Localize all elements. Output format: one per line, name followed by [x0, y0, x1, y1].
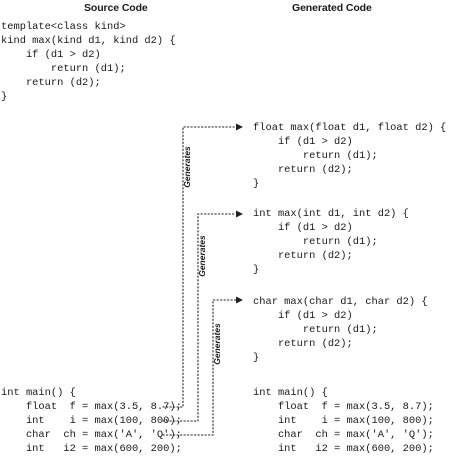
arrow-char-head — [236, 296, 243, 304]
template-source-block: template<class kind> kind max(kind d1, k… — [1, 21, 176, 103]
generated-float-max: float max(float d1, float d2) { if (d1 >… — [253, 122, 447, 190]
source-code-header: Source Code — [84, 2, 148, 14]
generated-code-header: Generated Code — [292, 2, 372, 14]
generates-label-char: Generates — [212, 323, 222, 365]
arrow-float — [162, 126, 237, 408]
generates-label-int: Generates — [197, 235, 207, 277]
generated-char-max: char max(char d1, char d2) { if (d1 > d2… — [253, 296, 428, 364]
generated-main-block: int main() { float f = max(3.5, 8.7); in… — [253, 387, 434, 455]
arrow-int — [162, 213, 237, 422]
generated-int-max: int max(int d1, int d2) { if (d1 > d2) r… — [253, 208, 409, 276]
arrow-int-head — [236, 210, 243, 218]
arrow-float-head — [236, 123, 243, 131]
source-main-block: int main() { float f = max(3.5, 8.7); in… — [1, 387, 182, 455]
generates-label-float: Generates — [182, 146, 192, 188]
arrow-char — [162, 299, 237, 436]
